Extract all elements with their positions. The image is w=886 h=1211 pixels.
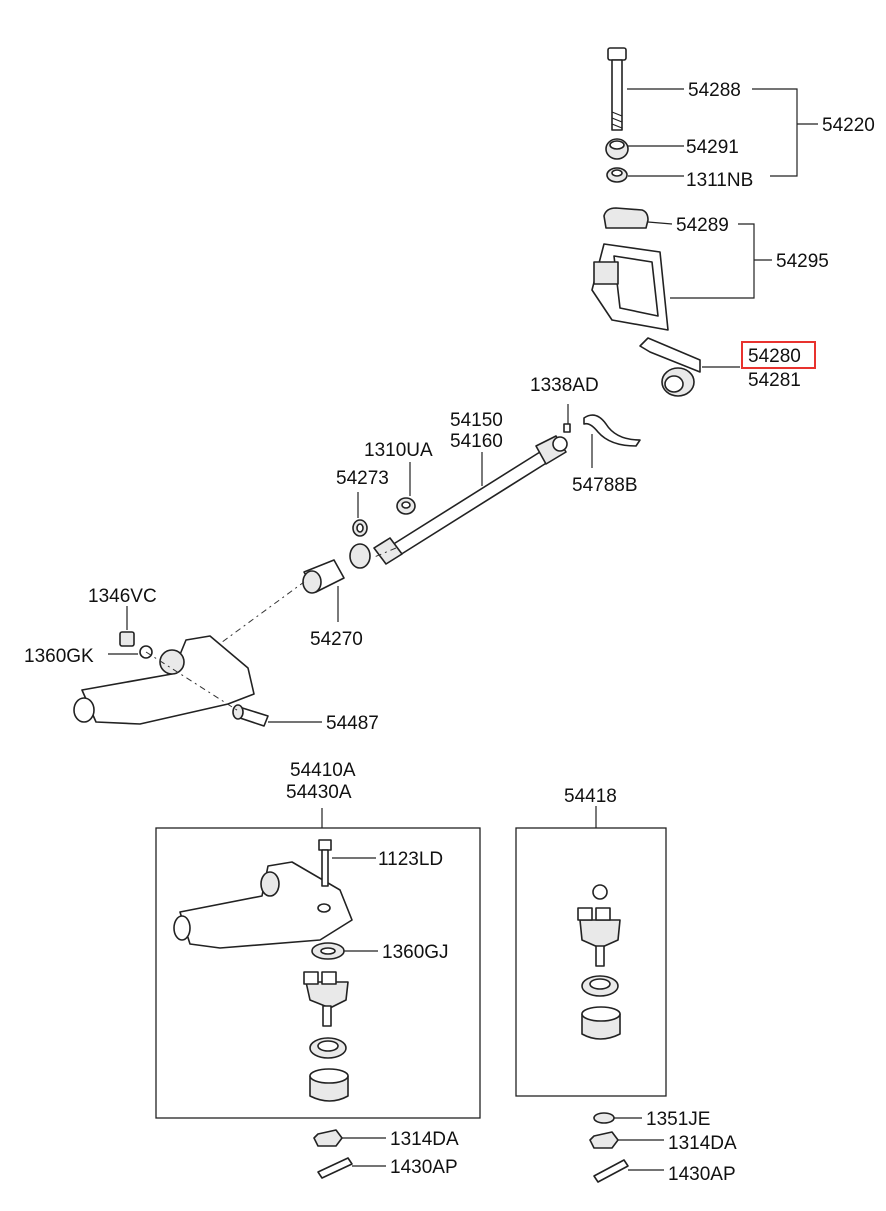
- label-54289: 54289: [676, 215, 729, 236]
- label-1338AD: 1338AD: [530, 375, 599, 396]
- bushing-54270: [302, 543, 371, 594]
- cotter-pin-1430AP-right: [593, 1159, 629, 1183]
- ball-joint-left: [303, 971, 349, 1027]
- bracket-54280: [639, 337, 701, 397]
- nut-1310UA: [396, 497, 416, 515]
- cotter-pin-1430AP-left: [317, 1157, 353, 1179]
- bumper-54289: [603, 207, 649, 229]
- bolt-54487: [232, 704, 269, 727]
- label-54430A: 54430A: [286, 782, 352, 803]
- nut-1346VC: [119, 631, 135, 647]
- clip-54788B: [583, 414, 641, 447]
- label-1351JE: 1351JE: [646, 1109, 710, 1130]
- label-1346VC: 1346VC: [88, 586, 157, 607]
- label-54418: 54418: [564, 786, 617, 807]
- bolt-54288: [607, 47, 627, 131]
- label-1360GK: 1360GK: [24, 646, 94, 667]
- collar-54291: [605, 138, 629, 160]
- label-1123LD: 1123LD: [378, 849, 443, 870]
- label-54291: 54291: [686, 137, 739, 158]
- assembly-box-54418: [515, 827, 667, 1097]
- shaft-54150: [373, 435, 568, 565]
- label-54150: 54150: [450, 410, 503, 431]
- control-arm: [73, 635, 255, 725]
- label-1311NB: 1311NB: [686, 170, 753, 191]
- nut-1314DA-right: [589, 1131, 619, 1149]
- label-54487: 54487: [326, 713, 379, 734]
- bolt-1123LD: [318, 839, 332, 887]
- seal-left: [309, 1037, 347, 1059]
- boot-left: [309, 1068, 349, 1102]
- label-54410A: 54410A: [290, 760, 356, 781]
- boot-right: [581, 1006, 621, 1040]
- label-54220: 54220: [822, 115, 875, 136]
- label-1314DA-right: 1314DA: [668, 1133, 737, 1154]
- label-54295: 54295: [776, 251, 829, 272]
- nut-1314DA-left: [313, 1129, 343, 1147]
- highlight-box-54280: [741, 341, 816, 369]
- label-54270: 54270: [310, 629, 363, 650]
- assembly-box-54410A: [155, 827, 481, 1119]
- label-54160: 54160: [450, 431, 503, 452]
- label-54281: 54281: [748, 370, 801, 391]
- nut-1311NB: [606, 167, 628, 183]
- label-1314DA-left: 1314DA: [390, 1129, 459, 1150]
- label-1360GJ: 1360GJ: [382, 942, 449, 963]
- grease-fitting-1338AD: [563, 423, 571, 433]
- label-1430AP-right: 1430AP: [668, 1164, 736, 1185]
- label-54273: 54273: [336, 468, 389, 489]
- label-54280: 54280: [748, 346, 801, 367]
- guard-54295: [591, 243, 669, 331]
- washer-54273: [352, 519, 368, 537]
- washer-1360GJ: [311, 942, 345, 960]
- ball-joint-right: [577, 884, 621, 967]
- washer-1351JE: [593, 1112, 615, 1124]
- label-1310UA: 1310UA: [364, 440, 433, 461]
- label-54288: 54288: [688, 80, 741, 101]
- label-54788B: 54788B: [572, 475, 638, 496]
- seal-right: [581, 975, 619, 997]
- label-1430AP-left: 1430AP: [390, 1157, 458, 1178]
- arm-54410A: [173, 861, 353, 949]
